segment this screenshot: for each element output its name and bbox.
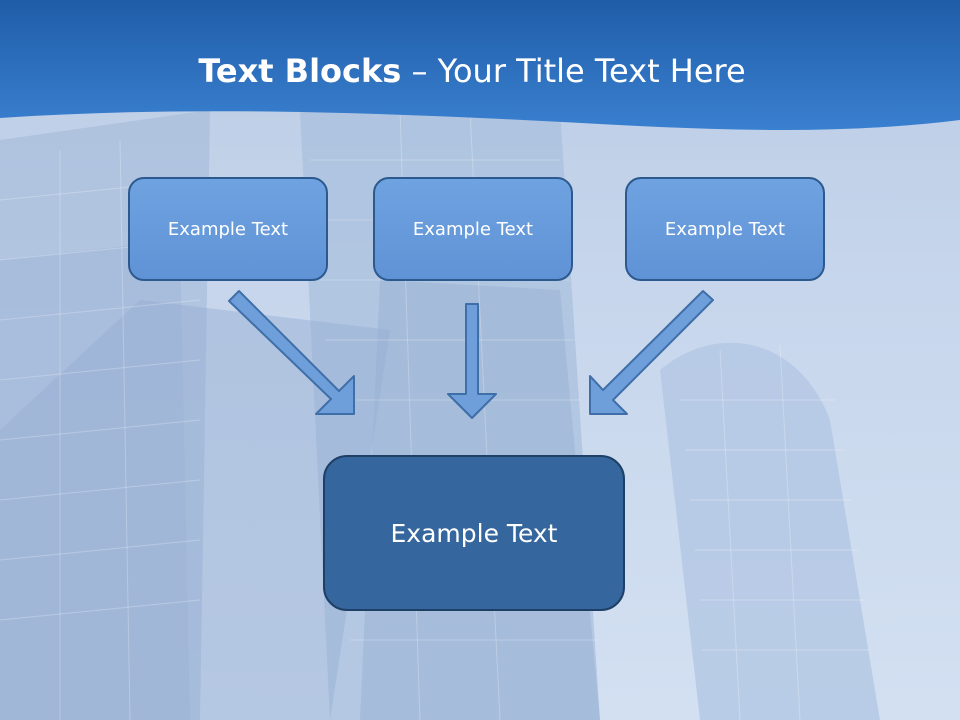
text-block-center-label: Example Text — [412, 218, 534, 240]
target-text-block[interactable]: Example Text — [323, 455, 625, 611]
slide-title-bold: Text Blocks — [198, 52, 402, 90]
slide-title-rest: – Your Title Text Here — [401, 52, 746, 90]
slide-title: Text Blocks – Your Title Text Here — [0, 52, 944, 90]
text-block-right-label: Example Text — [664, 218, 786, 240]
text-block-center[interactable]: Example Text — [373, 177, 573, 281]
text-block-left[interactable]: Example Text — [128, 177, 328, 281]
target-text-block-label: Example Text — [390, 518, 558, 548]
text-block-right[interactable]: Example Text — [625, 177, 825, 281]
title-band — [0, 0, 960, 131]
text-block-left-label: Example Text — [167, 218, 289, 240]
